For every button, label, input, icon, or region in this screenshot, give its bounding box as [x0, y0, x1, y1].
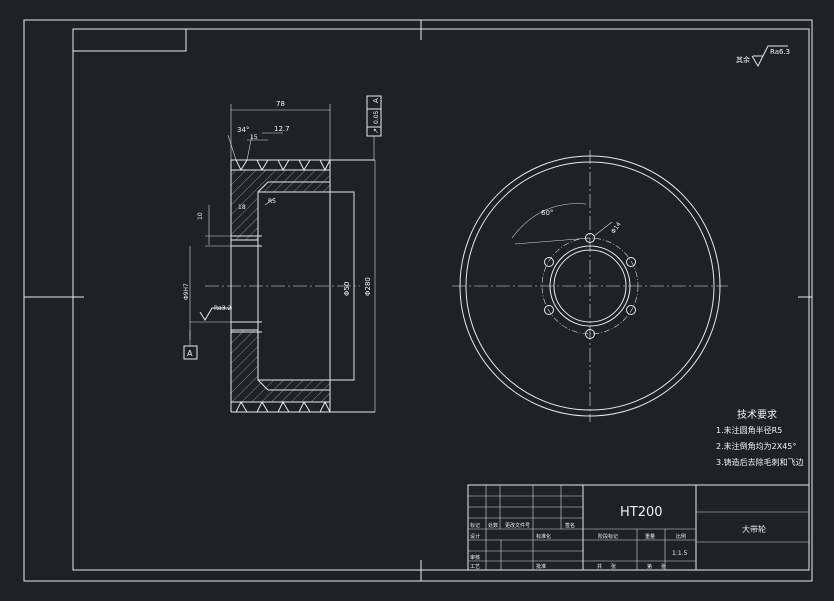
svg-text:工艺: 工艺 [470, 564, 480, 570]
svg-text:Φ50: Φ50 [343, 282, 351, 296]
svg-text:设计: 设计 [470, 533, 480, 540]
svg-text:1:1.5: 1:1.5 [672, 550, 688, 557]
svg-text:重量: 重量 [645, 533, 655, 540]
bolt-holes [544, 233, 636, 339]
svg-text:12.7: 12.7 [274, 125, 290, 133]
svg-text:2.未注倒角均为2X45°: 2.未注倒角均为2X45° [716, 441, 796, 451]
title-block: 标记 处数 更改文件号 签名 标准化 设计 审核 工艺 批准 HT200 阶段标… [467, 484, 810, 571]
svg-text:Φ9H7: Φ9H7 [183, 283, 190, 300]
grooves-bottom [231, 400, 331, 413]
grooves-top [231, 159, 331, 172]
svg-text:第: 第 [647, 563, 652, 570]
section-hatch-upper [230, 169, 331, 241]
svg-text:HT200: HT200 [620, 505, 663, 520]
svg-text:78: 78 [276, 100, 285, 108]
svg-text:批准: 批准 [536, 563, 546, 570]
svg-text:15: 15 [250, 134, 258, 141]
svg-text:更改文件号: 更改文件号 [505, 522, 530, 529]
svg-text:A: A [372, 98, 380, 103]
svg-text:0.05: 0.05 [373, 110, 380, 124]
general-roughness-note: 其余 Ra6.3 [736, 45, 790, 68]
svg-text:3.铸造后去除毛刺和飞边: 3.铸造后去除毛刺和飞边 [716, 457, 804, 467]
svg-text:60°: 60° [541, 209, 553, 217]
svg-text:10: 10 [197, 212, 204, 220]
svg-text:阶段标记: 阶段标记 [598, 533, 618, 540]
svg-text:18: 18 [238, 204, 246, 211]
svg-text:Φ14: Φ14 [610, 221, 623, 235]
section-view: 78 34° 15 12.7 18 R5 10 Φ9H7 Ra3.2 A Φ50 [183, 95, 382, 413]
svg-text:大带轮: 大带轮 [742, 524, 766, 534]
svg-text:技术要求: 技术要求 [737, 408, 777, 421]
svg-text:张: 张 [661, 563, 666, 570]
runout-tolerance-frame: A 0.05 ↗ [366, 95, 382, 160]
svg-text:比例: 比例 [676, 533, 686, 540]
svg-text:签名: 签名 [565, 522, 575, 529]
svg-text:张: 张 [611, 563, 616, 570]
svg-text:Ra6.3: Ra6.3 [770, 48, 790, 56]
svg-text:处数: 处数 [488, 522, 498, 529]
svg-text:R5: R5 [268, 198, 276, 205]
svg-text:↗: ↗ [372, 128, 380, 134]
section-hatch-lower [230, 329, 331, 403]
sheet-border [23, 19, 813, 582]
svg-text:标准化: 标准化 [536, 533, 551, 540]
svg-text:审核: 审核 [470, 554, 480, 561]
svg-text:其余: 其余 [736, 55, 750, 64]
front-view: 60° Φ14 [452, 150, 728, 422]
svg-text:A: A [187, 349, 193, 358]
svg-text:Ra3.2: Ra3.2 [214, 305, 231, 312]
svg-text:1.未注圆角半径R5: 1.未注圆角半径R5 [716, 425, 782, 435]
technical-requirements: 技术要求 1.未注圆角半径R5 2.未注倒角均为2X45° 3.铸造后去除毛刺和… [716, 408, 804, 467]
svg-text:共: 共 [597, 563, 602, 570]
svg-text:Φ280: Φ280 [364, 277, 372, 296]
svg-text:34°: 34° [237, 126, 249, 134]
svg-text:标记: 标记 [470, 522, 480, 529]
